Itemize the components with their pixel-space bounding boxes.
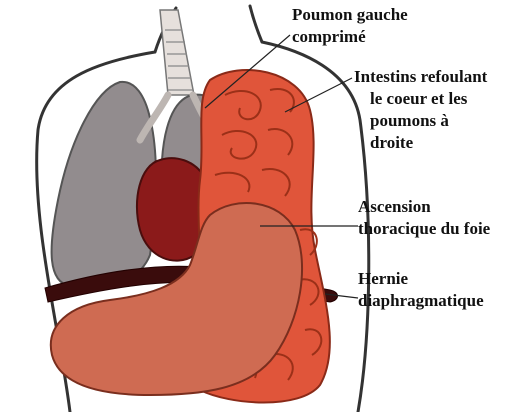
label-line: Ascension — [358, 196, 490, 218]
label-hernie: Hernie diaphragmatique — [358, 268, 484, 312]
label-line: Poumon gauche — [292, 4, 408, 26]
label-line: Hernie — [358, 268, 484, 290]
label-intestins: Intestins refoulant le coeur et les poum… — [354, 66, 487, 154]
label-line: poumons à — [354, 110, 487, 132]
trachea — [160, 10, 194, 95]
label-line: Intestins refoulant — [354, 66, 487, 88]
label-foie: Ascension thoracique du foie — [358, 196, 490, 240]
label-poumon-gauche: Poumon gauche comprimé — [292, 4, 408, 48]
label-line: thoracique du foie — [358, 218, 490, 240]
label-line: droite — [354, 132, 487, 154]
label-line: diaphragmatique — [358, 290, 484, 312]
label-line: le coeur et les — [354, 88, 487, 110]
label-line: comprimé — [292, 26, 408, 48]
